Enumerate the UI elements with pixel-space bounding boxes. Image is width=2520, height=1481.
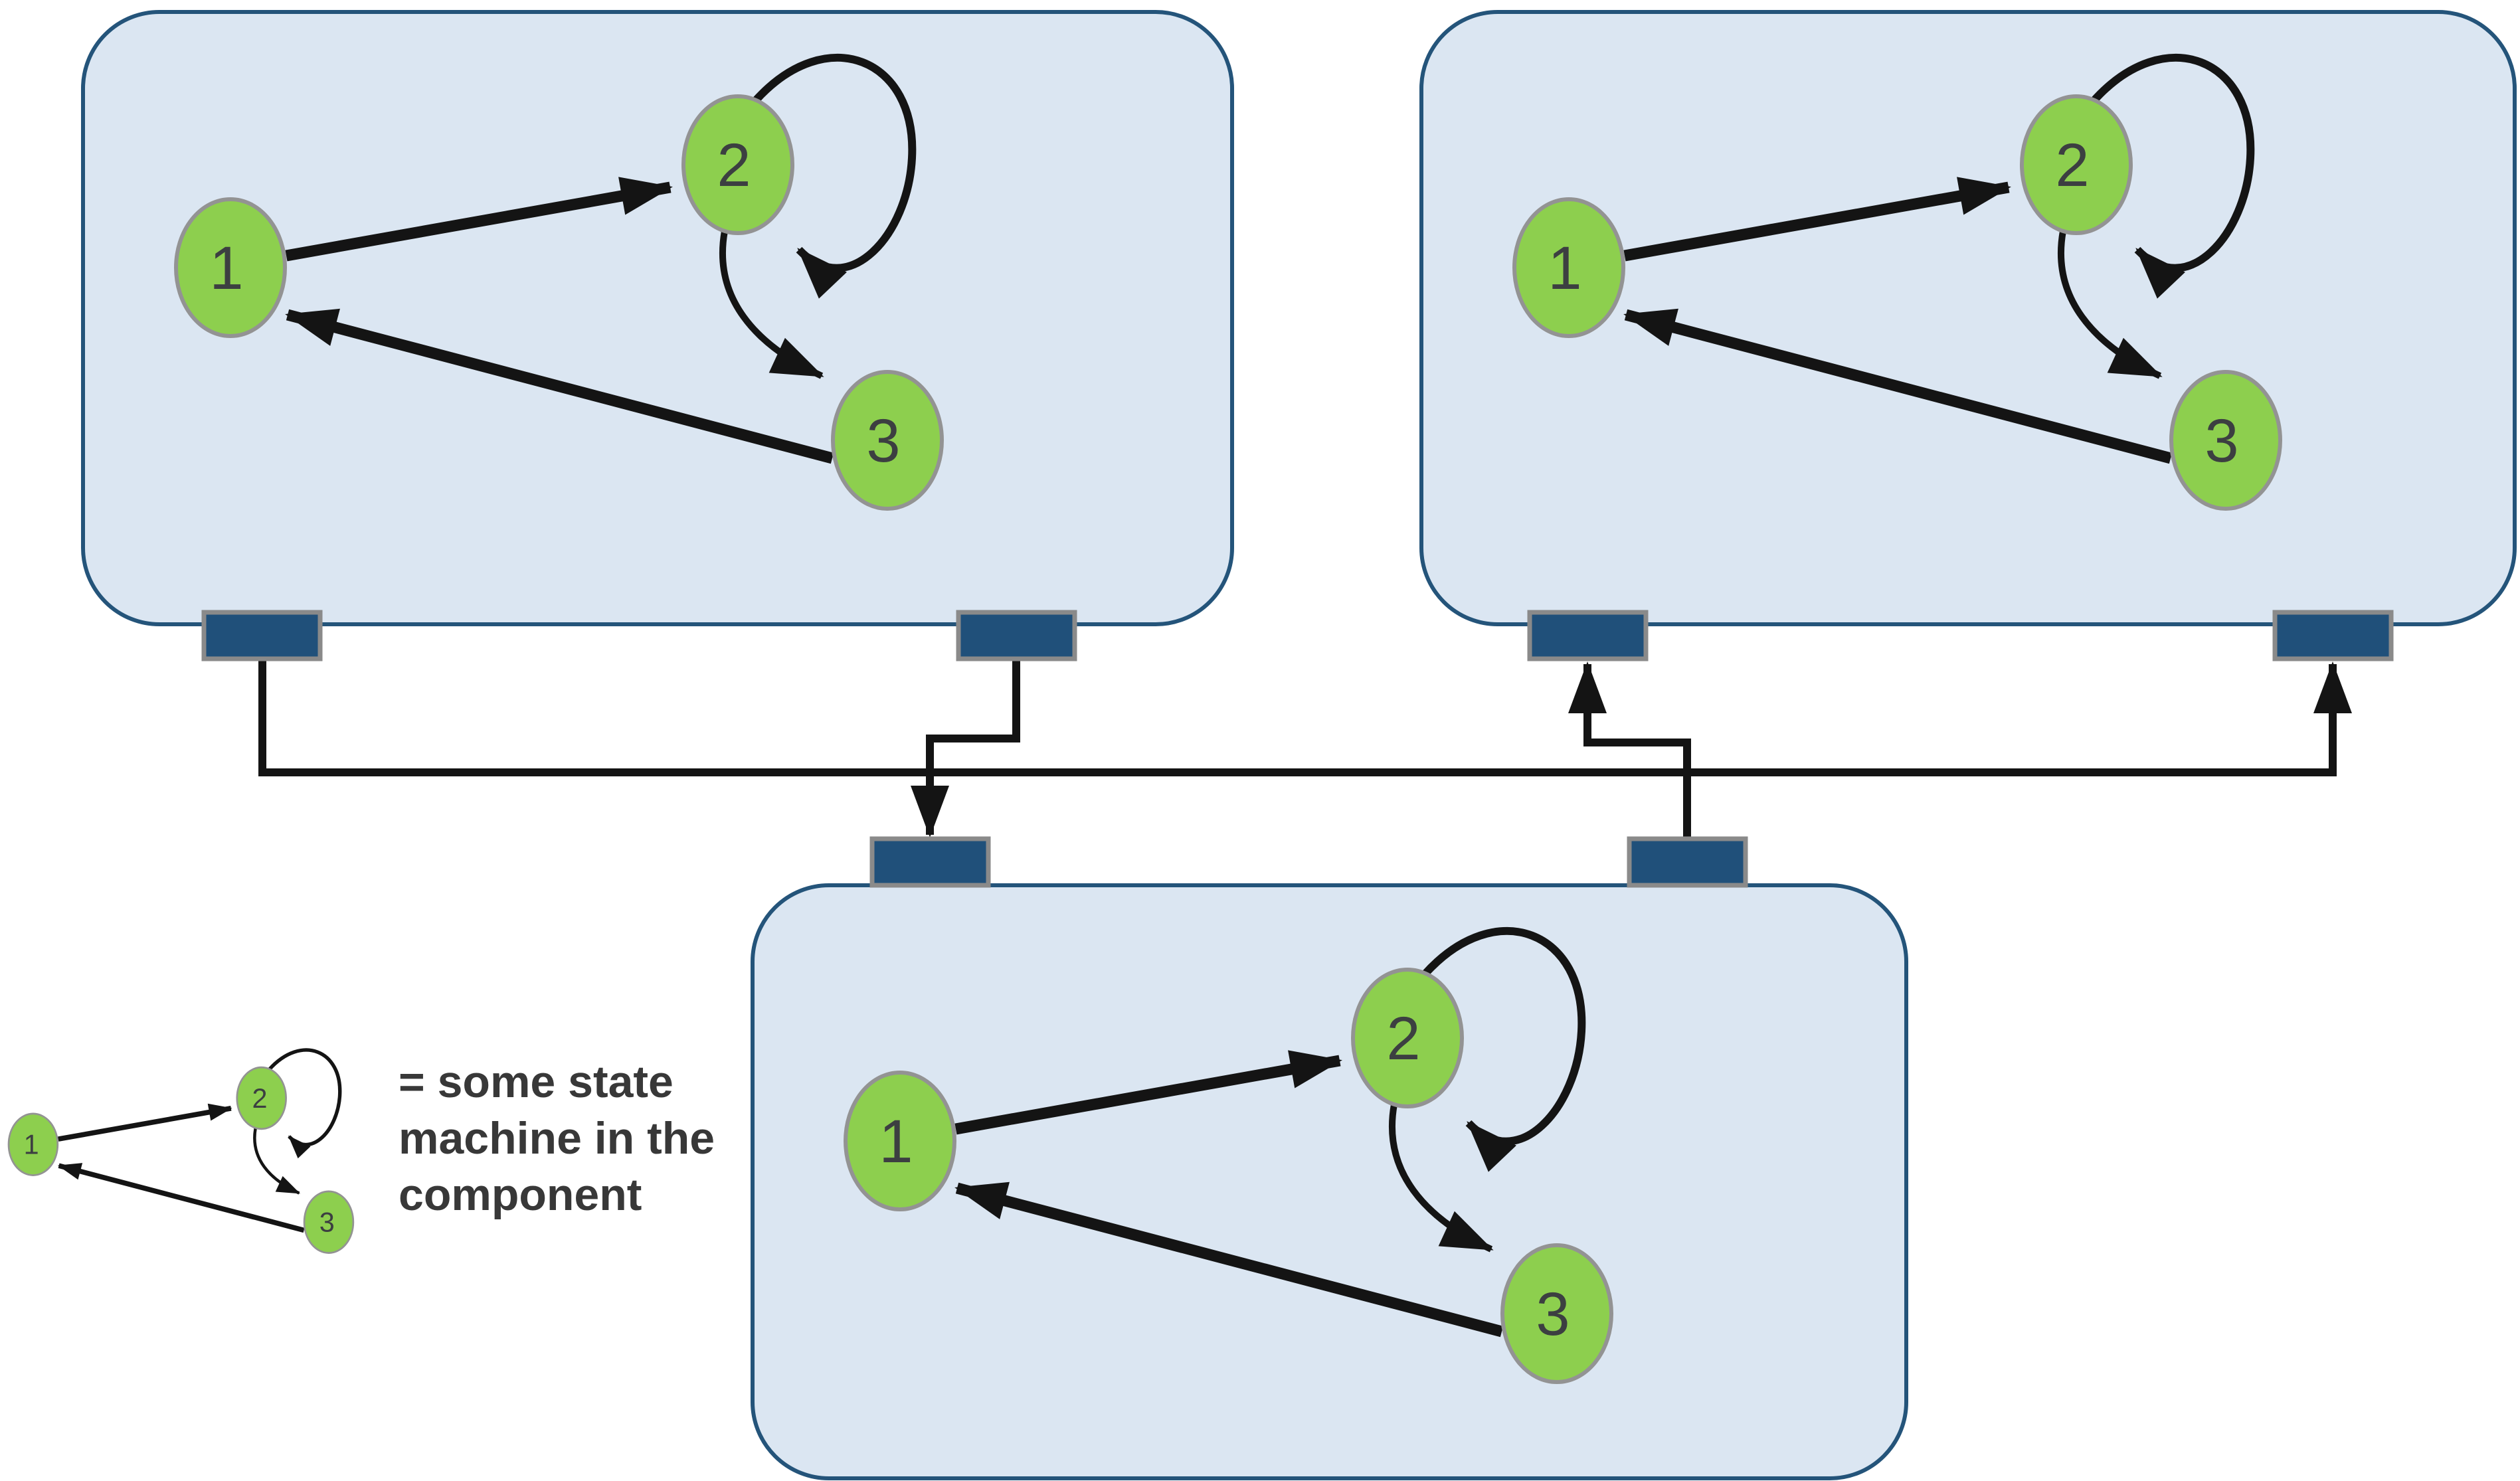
wire-topleft-to-topright (258, 659, 2352, 776)
port-top-right-component-left (1527, 610, 1649, 661)
legend-caption-line-3: component (399, 1170, 642, 1220)
wire-topleft-to-bottomcenter (911, 659, 1020, 837)
wire-bottomcenter-to-topright (1568, 661, 1691, 839)
legend-caption-line-1: = some state (399, 1057, 674, 1107)
legend-state-machine (9, 1050, 353, 1253)
component-top-left (81, 10, 1234, 626)
port-bottom-component-right (1627, 836, 1748, 888)
port-top-right-component-right (2272, 610, 2394, 661)
port-top-left-component-right (956, 610, 1077, 661)
port-bottom-component-left (869, 836, 991, 888)
component-bottom-center (751, 883, 1908, 1480)
port-top-left-component-left (201, 610, 323, 661)
legend-caption-line-2: machine in the (399, 1113, 715, 1164)
